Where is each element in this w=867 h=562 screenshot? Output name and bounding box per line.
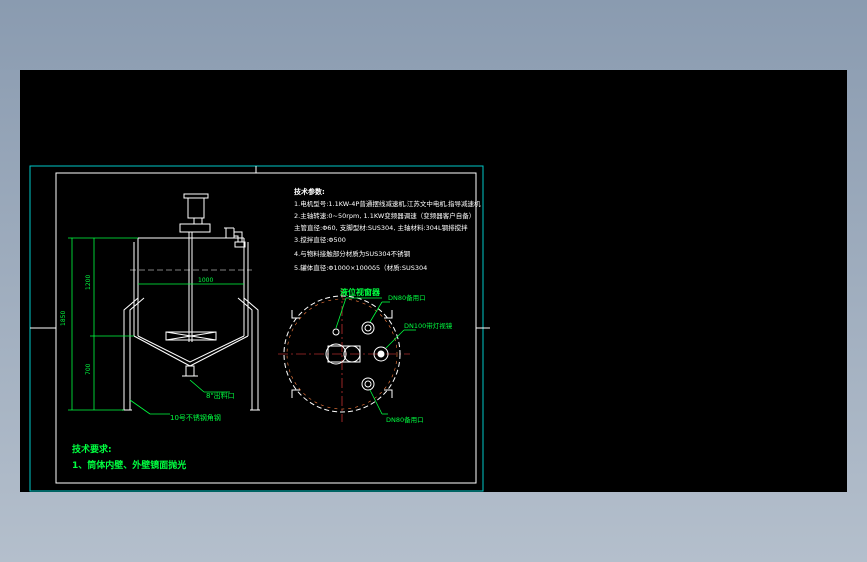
dim-height-lower: 700 <box>85 363 92 375</box>
legs-label: 10号不锈钢角钢 <box>170 413 221 422</box>
nozzle-bottom <box>361 377 375 391</box>
nozzle-right <box>373 346 389 362</box>
nozzle-bottom-label: DN80备用口 <box>386 415 424 424</box>
requirements-heading: 技术要求: <box>72 443 112 455</box>
cad-drawing: 1850 1200 700 1000 8"出料口 10号不锈钢角钢 技术参数: … <box>29 165 490 492</box>
nozzle-top <box>361 321 375 335</box>
gearbox <box>193 217 203 225</box>
shell-circle-inner <box>286 298 398 410</box>
cad-viewport[interactable]: 1850 1200 700 1000 8"出料口 10号不锈钢角钢 技术参数: … <box>20 70 847 492</box>
level-sight-port <box>332 328 340 336</box>
dim-height-total: 1850 <box>60 311 67 326</box>
tech-note-6: 5.罐体直径:Φ1000×1000δ5（材质:SUS304 <box>294 263 427 272</box>
motor-cap <box>183 193 209 199</box>
shell-circle-outer <box>283 295 401 413</box>
outlet-pipe <box>185 365 195 377</box>
leg-right <box>237 297 259 410</box>
dim-height-upper: 1200 <box>85 275 92 290</box>
leg-left <box>123 297 145 410</box>
tech-note-2: 2.主轴转速:0~50rpm, 1.1KW变频器调速（变频器客户自备） <box>294 211 475 220</box>
tank-front-view <box>122 193 260 411</box>
dim-width: 1000 <box>198 277 213 284</box>
nozzle-right-label: DN100带灯视镜 <box>404 321 453 330</box>
requirements-line-1: 1、筒体内壁、外壁镜面抛光 <box>72 459 186 471</box>
agitator-blade <box>165 331 217 341</box>
tank-top-view <box>278 288 410 422</box>
dimensions <box>68 237 244 411</box>
inlet-pipe <box>234 231 243 242</box>
tech-note-5: 4.与物料接触部分材质为SUS304不锈钢 <box>294 249 411 258</box>
tech-note-4: 3.搅拌直径:Φ500 <box>294 235 346 244</box>
motor-base <box>325 343 347 365</box>
top-view-title: 液位视窗器 <box>340 287 381 297</box>
tech-note-3: 主管直径:Φ60, 支脚型材:SUS304, 主轴材料:304L钢排搅拌 <box>294 223 468 232</box>
tech-note-1: 1.电机型号:1.1KW-4P普通摆线减速机,江苏文中电机,指导减速机 <box>294 199 481 208</box>
motor-mount <box>179 223 211 233</box>
outlet-label: 8"出料口 <box>206 391 235 400</box>
tech-notes-heading: 技术参数: <box>294 187 325 196</box>
motor-body <box>187 197 205 219</box>
nozzle-top-label: DN80备用口 <box>388 293 426 302</box>
top-nozzle <box>224 227 235 238</box>
